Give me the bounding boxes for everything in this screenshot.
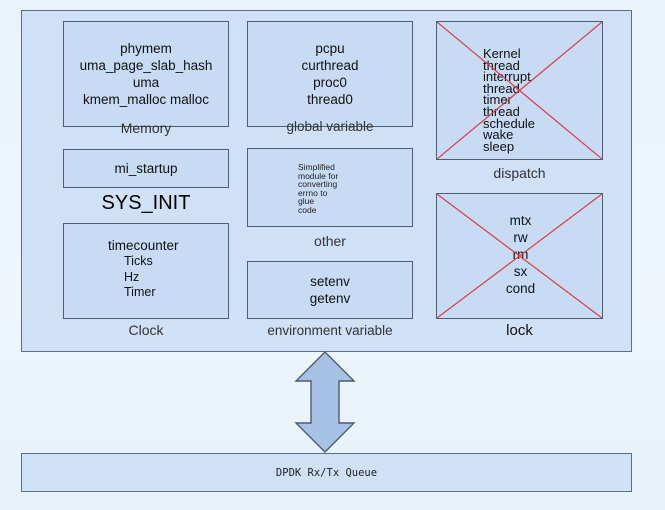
clock-item: Timer [124,285,156,299]
lock-item: rw [513,230,528,245]
other-box: Simplified module for converting errno t… [247,148,413,227]
environment-box: setenv getenv [247,261,413,319]
dispatch-item: sleep [483,138,515,154]
clock-item: Ticks [124,254,153,268]
global-variable-item: proc0 [313,75,347,90]
other-item: converting [298,179,338,189]
sys-init-label: SYS_INIT [101,192,191,214]
global-variable-box: pcpu curthread proc0 thread0 [247,21,413,127]
dispatch-caption: dispatch [493,165,546,181]
kernel-frame: phymem uma_page_slab_hash uma kmem_mallo… [21,10,632,352]
global-variable-item: pcpu [315,41,345,56]
other-item: errno to [298,187,328,198]
clock-caption: Clock [128,322,164,338]
other-item: module for [298,170,339,181]
lock-item: mtx [509,213,532,228]
lock-caption: lock [506,322,533,339]
startup-item: mi_startup [114,161,178,176]
environment-item: getenv [309,291,351,306]
other-caption: other [314,233,346,249]
clock-item: Hz [124,269,140,284]
other-item: glue [298,196,315,206]
dispatch-box: Kernel thread interrupt thread timer thr… [436,21,603,160]
lock-item: cond [505,281,536,296]
dpdk-queue-bar: DPDK Rx/Tx Queue [21,453,632,492]
lock-item: rm [512,247,529,262]
memory-item: phymem [120,41,172,56]
memory-box: phymem uma_page_slab_hash uma kmem_mallo… [63,21,229,127]
global-variable-caption: global variable [286,119,374,134]
memory-item: uma [132,75,160,90]
memory-item: uma_page_slab_hash [79,58,213,73]
lock-item: sx [513,264,528,279]
clock-box: timecounter Ticks Hz Timer [63,223,229,319]
memory-item: kmem_malloc malloc [82,92,210,107]
other-item: code [298,204,317,215]
lock-box: mtx rw rm sx cond [436,193,603,319]
environment-caption: environment variable [267,323,393,338]
double-arrow-icon [294,351,356,453]
other-item: Simplified [298,162,335,172]
startup-box: mi_startup [63,149,229,188]
environment-item: setenv [310,274,350,289]
global-variable-item: thread0 [307,92,353,107]
memory-caption: Memory [120,120,172,136]
clock-title: timecounter [108,238,179,253]
dpdk-queue-label: DPDK Rx/Tx Queue [275,466,378,479]
global-variable-item: curthread [301,58,359,73]
